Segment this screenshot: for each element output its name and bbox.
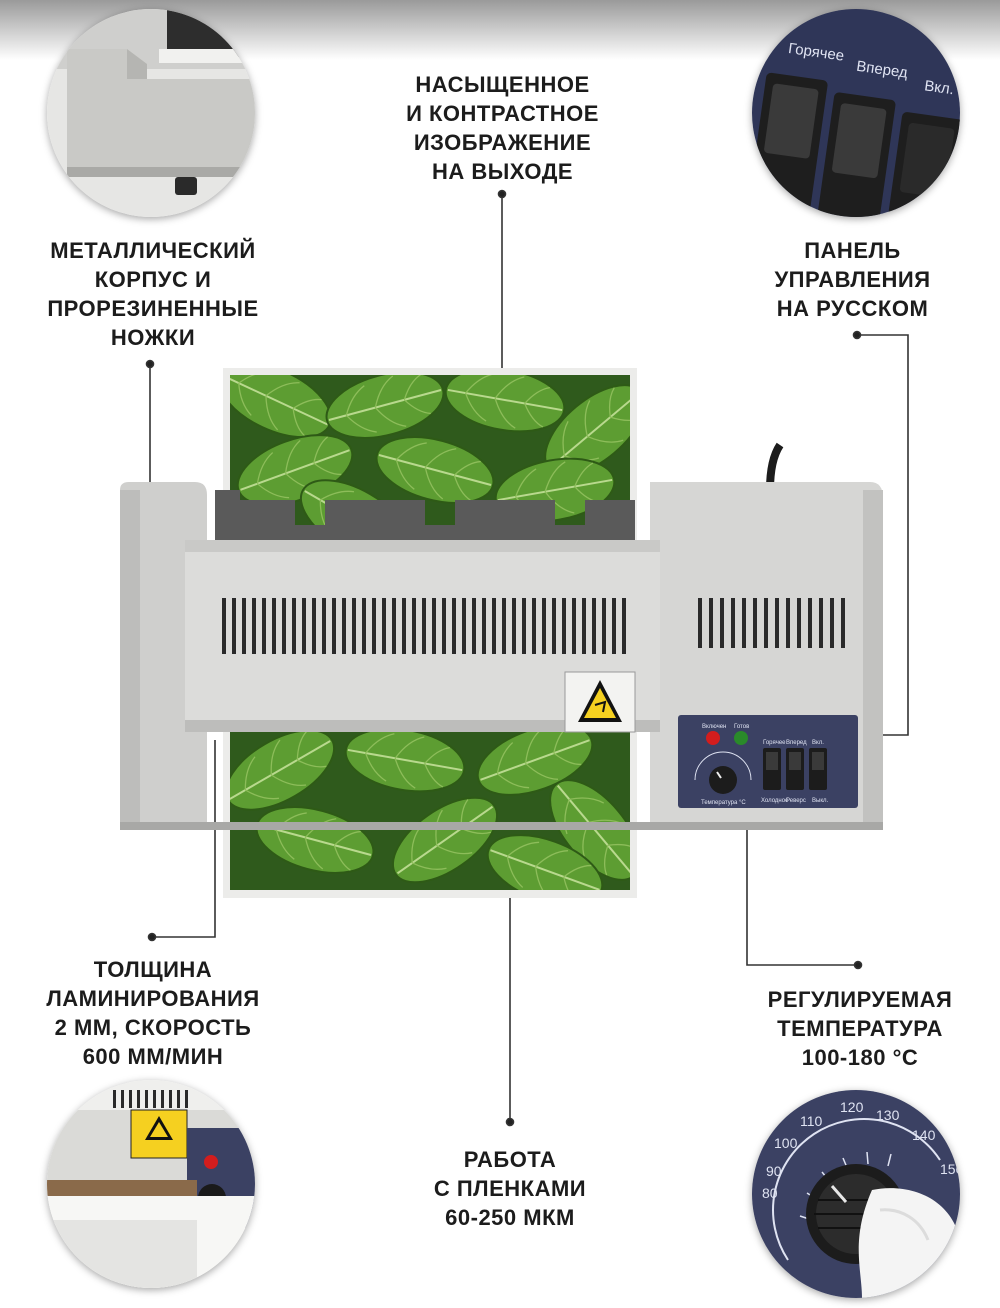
temperature-dial-closeup: 110 120 130 140 100 90 80 150 [752, 1090, 960, 1298]
circle-btn-label-3: Вкл. [923, 77, 955, 98]
body-corner-closeup [47, 9, 255, 217]
panel-switch-hot: Горячее [763, 740, 786, 746]
panel-power-label: Включен [702, 724, 726, 730]
dial-tick-120: 120 [840, 1099, 864, 1115]
dial-tick-100: 100 [774, 1135, 798, 1151]
panel-ready-label: Готов [734, 724, 749, 730]
dial-tick-150: 150 [940, 1161, 960, 1177]
label-metal-body: МЕТАЛЛИЧЕСКИЙ КОРПУС И ПРОРЕЗИНЕННЫЕ НОЖ… [47, 238, 259, 350]
label-output-image: НАСЫЩЕННОЕ И КОНТРАСТНОЕ ИЗОБРАЖЕНИЕ НА … [406, 72, 599, 184]
dial-tick-80: 80 [762, 1185, 778, 1201]
panel-switch-reverse: Реверс [786, 798, 806, 804]
label-temperature: РЕГУЛИРУЕМАЯ ТЕМПЕРАТУРА 100-180 °C [767, 987, 953, 1070]
dial-tick-110: 110 [800, 1113, 823, 1129]
panel-switch-forward: Вперед [786, 740, 807, 746]
dial-tick-130: 130 [876, 1107, 900, 1123]
label-control-panel: ПАНЕЛЬ УПРАВЛЕНИЯ НА РУССКОМ [774, 238, 931, 321]
panel-temp-label: Температура °С [701, 800, 746, 806]
feed-slot-closeup [47, 1080, 255, 1288]
label-thickness-speed: ТОЛЩИНА ЛАМИНИРОВАНИЯ 2 ММ, СКОРОСТЬ 600… [46, 957, 260, 1069]
panel-switch-cold: Холодное [761, 798, 789, 804]
dial-tick-140: 140 [912, 1127, 936, 1143]
panel-switch-on: Вкл. [812, 740, 824, 746]
dial-tick-90: 90 [766, 1163, 782, 1179]
control-buttons-closeup: Горячее Вперед Вкл. [752, 9, 960, 217]
panel-switch-off: Выкл. [812, 798, 829, 804]
label-film-range: РАБОТА С ПЛЕНКАМИ 60-250 МКМ [433, 1147, 587, 1230]
laminator-image: Включен Готов Горячее Вперед Вкл. Холодн… [115, 360, 885, 900]
